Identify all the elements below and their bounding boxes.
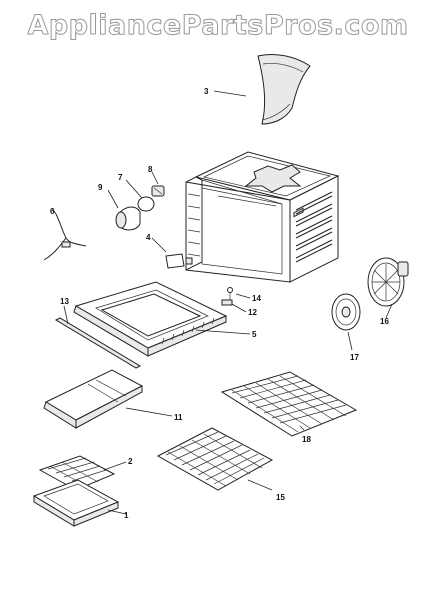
callout-9: 9: [98, 183, 103, 192]
part-15-oven-rack[interactable]: [156, 427, 274, 491]
part-8-socket[interactable]: [151, 171, 165, 197]
part-14-screw[interactable]: [227, 287, 251, 301]
callout-13: 13: [60, 297, 69, 306]
callout-4: 4: [146, 233, 151, 242]
part-13-trim-strip[interactable]: [54, 305, 142, 369]
part-1-broiler-pan[interactable]: [32, 479, 127, 527]
oven-cavity[interactable]: [185, 151, 340, 283]
callout-1: 1: [124, 511, 129, 520]
part-17-fan-cover[interactable]: [331, 293, 361, 351]
callout-12: 12: [248, 308, 257, 317]
callout-18: 18: [302, 435, 311, 444]
part-12-clip[interactable]: [221, 299, 247, 313]
callout-15: 15: [276, 493, 285, 502]
callout-14: 14: [252, 294, 261, 303]
callout-6: 6: [50, 207, 55, 216]
callout-17: 17: [350, 353, 359, 362]
callout-16: 16: [380, 317, 389, 326]
callout-3: 3: [204, 87, 209, 96]
callout-8: 8: [148, 165, 153, 174]
callout-11: 11: [174, 413, 183, 422]
callout-7: 7: [118, 173, 123, 182]
part-9-lens[interactable]: [107, 189, 141, 231]
part-6-wire[interactable]: [43, 207, 87, 261]
callout-labels: 1 2 3 4 5 6 7 8 9 11 12 13 14 15 16 17 1…: [50, 87, 389, 520]
callout-5: 5: [252, 330, 257, 339]
callout-2: 2: [128, 457, 133, 466]
part-16-convection-fan[interactable]: [367, 257, 409, 319]
part-5-oven-bottom[interactable]: [73, 281, 251, 357]
part-18-oven-rack[interactable]: [220, 371, 358, 437]
part-4-bracket[interactable]: [151, 237, 193, 269]
part-2-broiler-grill[interactable]: [38, 455, 127, 491]
part-3-panel[interactable]: [213, 53, 311, 125]
site-watermark: AppliancePartsPros.com: [27, 10, 409, 42]
part-11-deflector[interactable]: [43, 369, 173, 429]
part-7-bulb[interactable]: [125, 179, 155, 212]
